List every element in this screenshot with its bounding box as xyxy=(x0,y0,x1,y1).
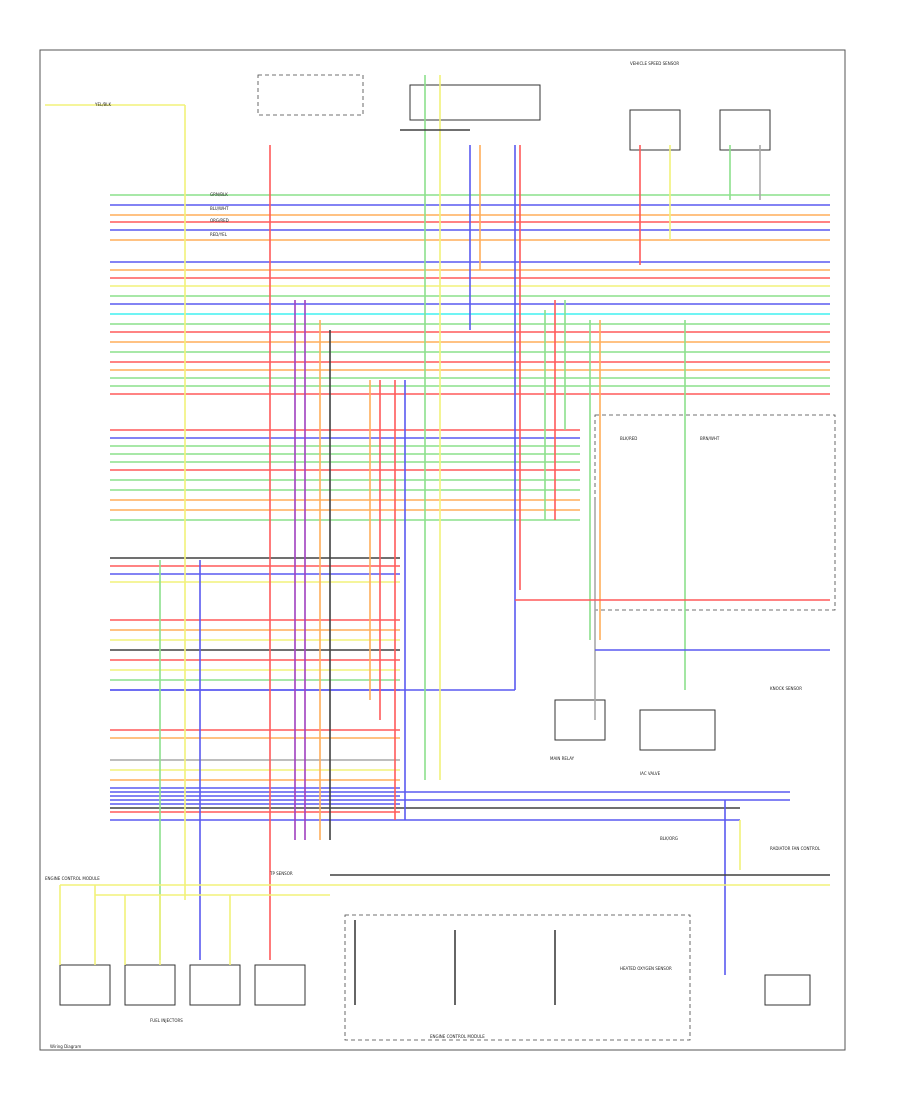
label-fuel: FUEL INJECTORS xyxy=(150,1018,183,1023)
label-blk-red: BLK/RED xyxy=(620,436,637,441)
label-org-red: ORG/RED xyxy=(210,218,229,223)
mid-right-module-2 xyxy=(639,709,716,751)
label-o2: HEATED OXYGEN SENSOR xyxy=(620,966,672,971)
label-iac: IAC VALVE xyxy=(640,771,661,776)
label-tp: TP SENSOR xyxy=(269,871,293,876)
top-right-component-1 xyxy=(629,109,681,151)
wire-group xyxy=(45,75,830,1005)
fuse-box-right xyxy=(409,84,541,121)
right-switch-box xyxy=(594,414,836,611)
label-knock: KNOCK SENSOR xyxy=(770,686,802,691)
label-fan: RADIATOR FAN CONTROL xyxy=(770,846,821,851)
bottom-sensor-2 xyxy=(124,964,176,1006)
footer-note: Wiring Diagram xyxy=(50,1044,81,1049)
label-blk-org: BLK/ORG xyxy=(660,836,678,841)
mid-right-module-1 xyxy=(554,699,606,741)
label-red-yel: RED/YEL xyxy=(210,232,228,237)
label-grn-blk: GRN/BLK xyxy=(210,192,228,197)
fuse-box-left xyxy=(257,74,364,116)
label-blu-wht: BLU/WHT xyxy=(210,206,229,211)
bottom-sensor-4 xyxy=(254,964,306,1006)
diagram-border xyxy=(39,49,846,1051)
footer-center: ENGINE CONTROL MODULE xyxy=(430,1034,485,1039)
top-right-component-2 xyxy=(719,109,771,151)
label-relay: MAIN RELAY xyxy=(550,756,575,761)
label-speed: VEHICLE SPEED SENSOR xyxy=(630,61,679,66)
bottom-control-module xyxy=(344,914,691,1041)
label-ecm: ENGINE CONTROL MODULE xyxy=(45,876,100,881)
label-brn-wht: BRN/WHT xyxy=(700,436,720,441)
bottom-sensor-1 xyxy=(59,964,111,1006)
bottom-right-relay xyxy=(764,974,811,1006)
label-yel-blk: YEL/BLK xyxy=(94,102,112,107)
bottom-sensor-3 xyxy=(189,964,241,1006)
